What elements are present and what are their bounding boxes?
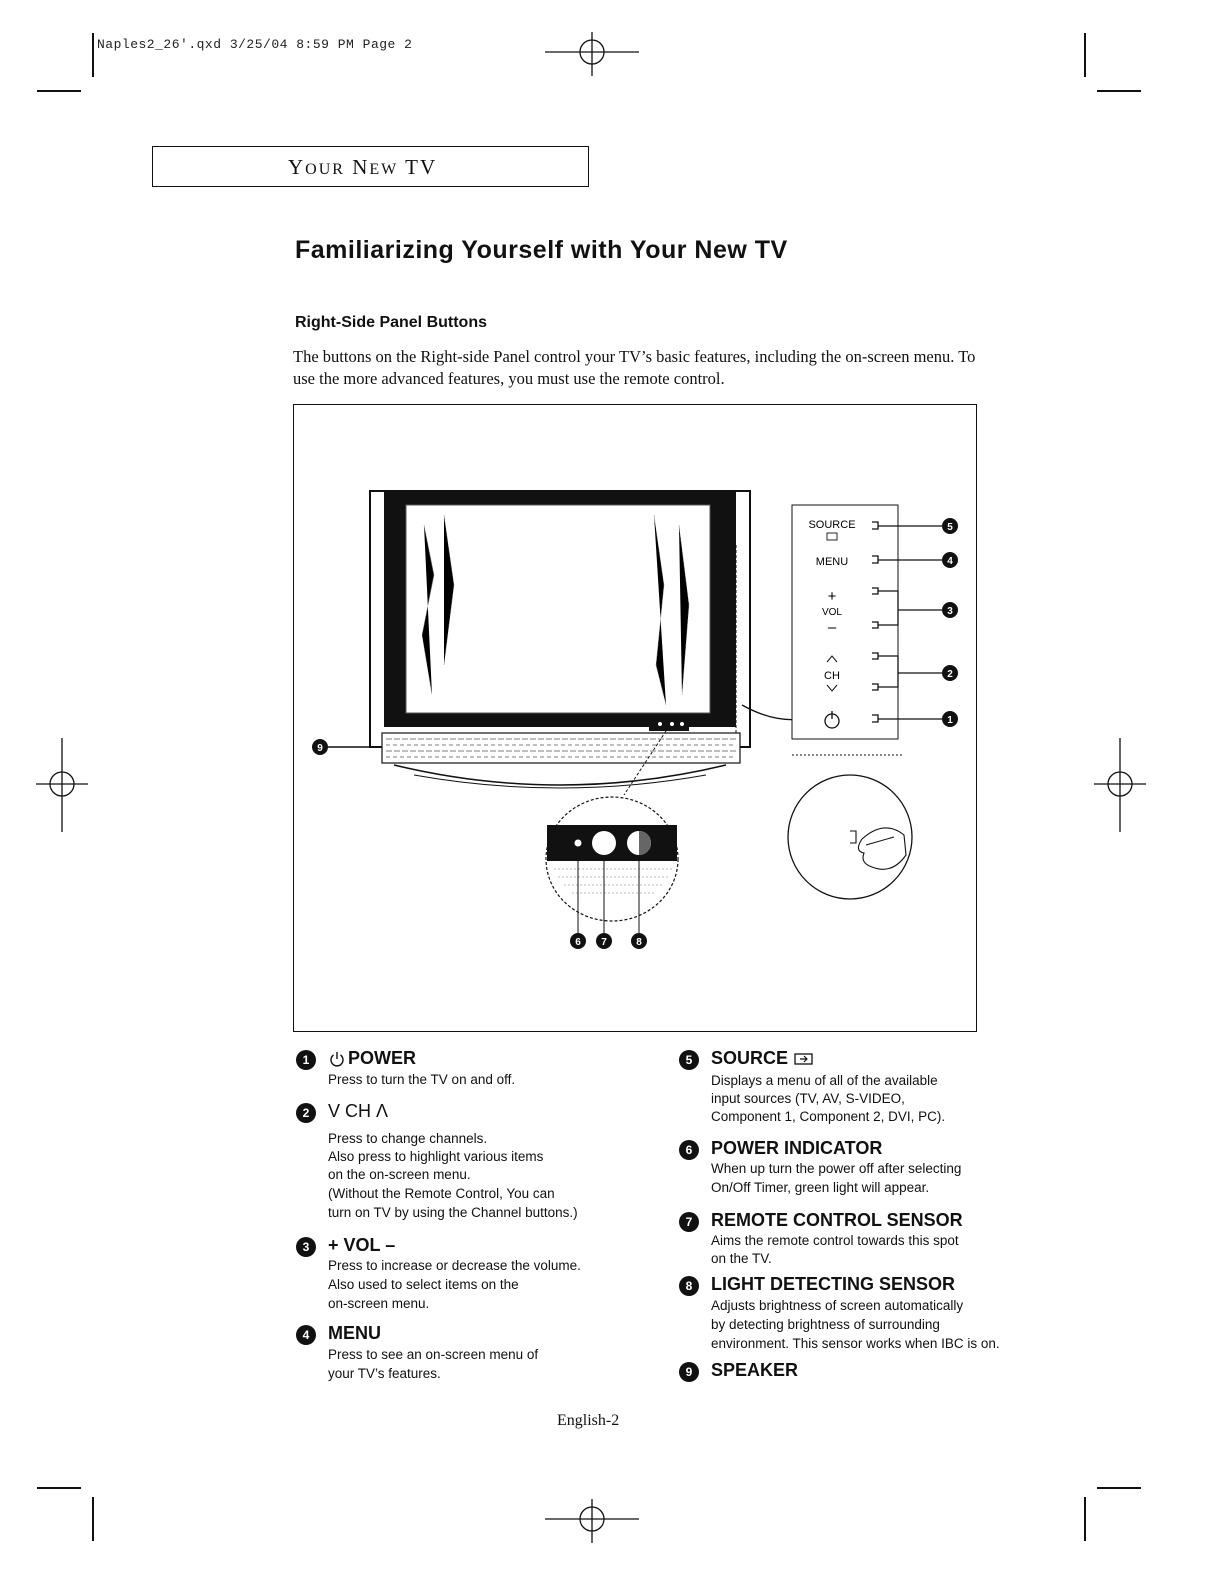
svg-text:3: 3 [947, 606, 953, 617]
item-title: SPEAKER [711, 1360, 799, 1380]
crop-mark-tl-v [92, 33, 94, 77]
item-desc-line: on the on-screen menu. [328, 1167, 471, 1182]
remote-aim-circle [787, 774, 913, 900]
panel-vol-label: VOL [822, 607, 842, 618]
item-desc-line: Component 1, Component 2, DVI, PC). [711, 1109, 946, 1124]
crop-mark-br-h [1097, 1487, 1141, 1489]
panel-vol-plus: + [828, 588, 837, 605]
item-desc-line: (Without the Remote Control, You can [328, 1186, 555, 1201]
item-desc-line: Aims the remote control towards this spo… [711, 1233, 959, 1248]
item-desc-line: on the TV. [711, 1251, 772, 1266]
item-title: POWER [328, 1048, 416, 1069]
registration-mark-left [36, 738, 88, 832]
panel-ch-label: CH [824, 670, 840, 682]
crop-mark-tr-v [1084, 33, 1086, 77]
side-control-panel: SOURCE MENU + VOL – CH [791, 504, 902, 756]
item-title: MENU [328, 1323, 381, 1343]
callout-number: 2 [296, 1103, 316, 1123]
item-desc-line: Press to see an on-screen menu of [328, 1347, 539, 1362]
svg-text:1: 1 [947, 715, 953, 726]
svg-text:5: 5 [947, 522, 953, 533]
registration-mark-right [1094, 738, 1146, 832]
item-desc-line: turn on TV by using the Channel buttons.… [328, 1205, 578, 1220]
item-remote-sensor: 7 REMOTE CONTROL SENSOR Aims the remote … [679, 1210, 1059, 1271]
callout-number: 9 [679, 1362, 699, 1382]
item-desc-line: On/Off Timer, green light will appear. [711, 1180, 930, 1195]
callout-number: 6 [679, 1140, 699, 1160]
callout-number: 8 [679, 1276, 699, 1296]
item-volume: 3 + VOL – Press to increase or decrease … [296, 1235, 656, 1316]
item-power: 1 POWER Press to turn the TV on and off. [296, 1048, 656, 1089]
item-desc-line: Also used to select items on the [328, 1277, 519, 1292]
item-title: + VOL – [328, 1235, 396, 1255]
item-power-indicator: 6 POWER INDICATOR When up turn the power… [679, 1138, 1059, 1199]
crop-mark-br-v [1084, 1497, 1086, 1541]
item-title: POWER INDICATOR [711, 1138, 883, 1158]
power-icon [330, 1052, 344, 1067]
svg-text:4: 4 [947, 556, 953, 567]
callout-number: 5 [679, 1050, 699, 1070]
panel-menu-label: MENU [816, 556, 848, 568]
section-header-box [152, 146, 589, 187]
print-slug: Naples2_26'.qxd 3/25/04 8:59 PM Page 2 [97, 37, 413, 52]
item-desc-line: by detecting brightness of surrounding [711, 1317, 940, 1332]
registration-mark-top [545, 32, 639, 76]
item-speaker: 9 SPEAKER [679, 1360, 1059, 1385]
item-desc-line: input sources (TV, AV, S-VIDEO, [711, 1091, 905, 1106]
panel-vol-minus: – [828, 619, 837, 636]
svg-text:9: 9 [317, 743, 323, 754]
tv-illustration: 9 6 7 8 [293, 404, 977, 1032]
svg-text:7: 7 [601, 937, 607, 948]
item-desc-line: When up turn the power off after selecti… [711, 1161, 962, 1176]
callout-number: 4 [296, 1325, 316, 1345]
svg-text:6: 6 [575, 937, 581, 948]
crop-mark-tr-h [1097, 90, 1141, 92]
item-desc-line: Displays a menu of all of the available [711, 1073, 938, 1088]
item-title: REMOTE CONTROL SENSOR [711, 1210, 963, 1230]
item-desc-line: Press to change channels. [328, 1131, 488, 1146]
section-header-label: YOUR NEW TV [288, 155, 438, 179]
item-source: 5 SOURCE Displays a menu of all of the a… [679, 1048, 1059, 1129]
item-desc-line: environment. This sensor works when IBC … [711, 1336, 1000, 1351]
item-desc-line: Also press to highlight various items [328, 1149, 544, 1164]
item-title: V CH Λ [328, 1101, 389, 1121]
item-channel: 2 V CH Λ Press to change channels. Also … [296, 1101, 656, 1222]
callout-number: 7 [679, 1212, 699, 1232]
item-light-sensor: 8 LIGHT DETECTING SENSOR Adjusts brightn… [679, 1274, 1059, 1355]
sensor-magnifier: 6 7 8 [545, 730, 679, 949]
svg-text:2: 2 [947, 669, 953, 680]
callout-number: 3 [296, 1237, 316, 1257]
tv-body [369, 490, 751, 789]
svg-text:8: 8 [636, 937, 642, 948]
item-desc-line: on-screen menu. [328, 1296, 430, 1311]
item-desc-line: Press to turn the TV on and off. [328, 1072, 516, 1087]
page-title: Familiarizing Yourself with Your New TV [295, 236, 788, 264]
subheading: Right-Side Panel Buttons [295, 314, 487, 331]
item-menu: 4 MENU Press to see an on-screen menu of… [296, 1323, 656, 1384]
callout-number: 1 [296, 1050, 316, 1070]
item-desc-line: Adjusts brightness of screen automatical… [711, 1298, 964, 1313]
page-footer: English-2 [557, 1412, 620, 1429]
item-title: SOURCE [711, 1048, 815, 1069]
source-icon [794, 1053, 813, 1065]
registration-mark-bottom [545, 1499, 639, 1543]
item-desc-line: Press to increase or decrease the volume… [328, 1258, 581, 1273]
crop-mark-bl-h [37, 1487, 81, 1489]
intro-paragraph: The buttons on the Right-side Panel cont… [293, 347, 976, 388]
crop-mark-tl-h [37, 90, 81, 92]
item-desc-line: your TV’s features. [328, 1366, 441, 1381]
crop-mark-bl-v [92, 1497, 94, 1541]
panel-source-label: SOURCE [808, 519, 855, 531]
item-title: LIGHT DETECTING SENSOR [711, 1274, 956, 1294]
